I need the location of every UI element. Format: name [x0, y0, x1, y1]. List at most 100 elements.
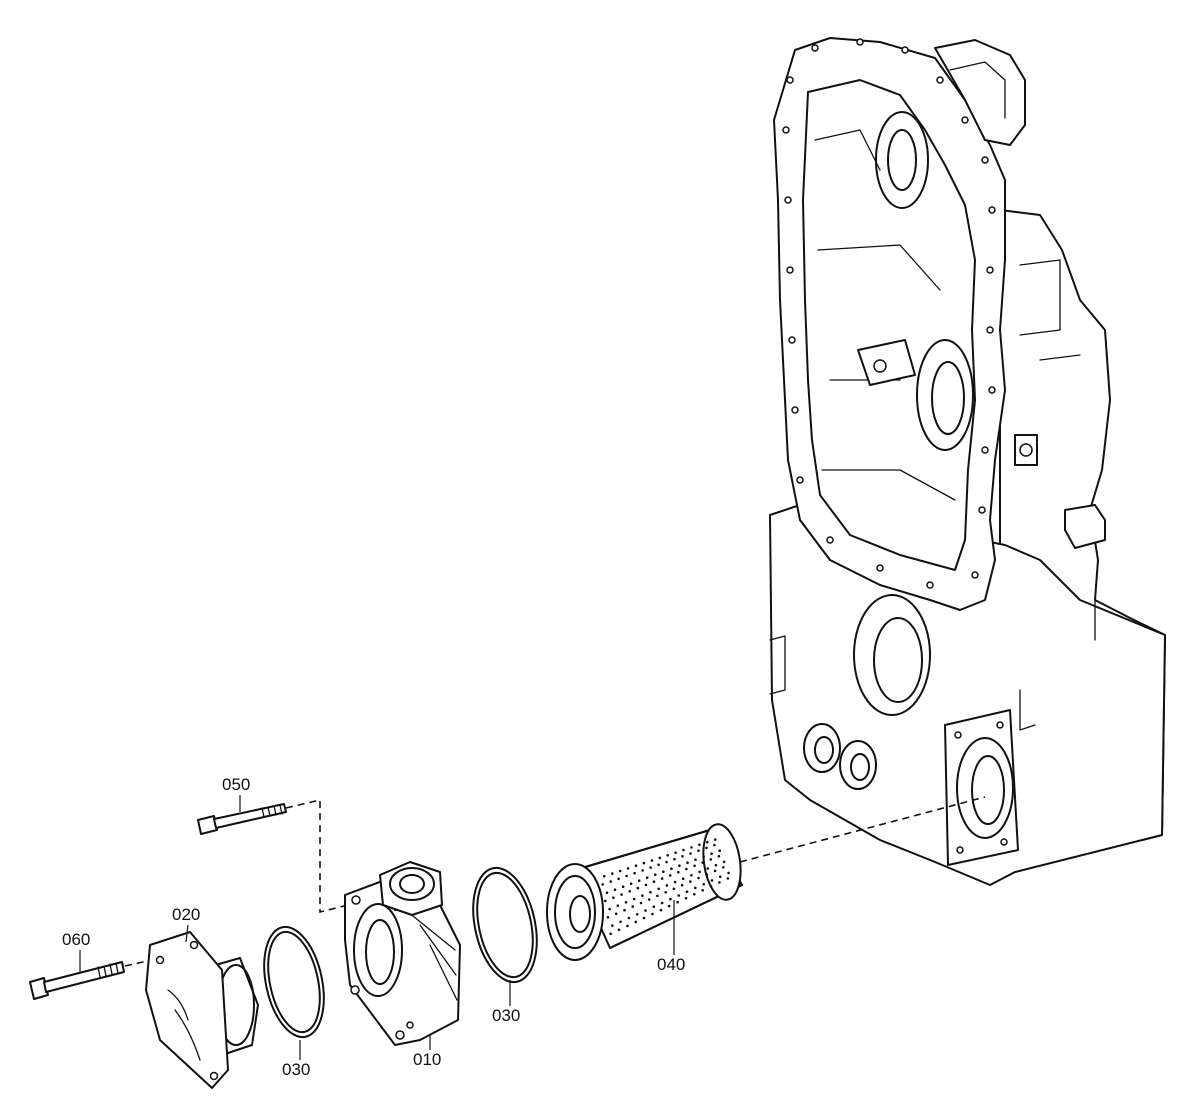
assembly-lines	[124, 796, 986, 967]
mesh-dot	[718, 881, 721, 884]
mesh-dot	[652, 880, 656, 883]
mesh-dot	[654, 873, 657, 876]
mesh-dot	[693, 864, 696, 868]
mesh-dot	[644, 909, 647, 912]
label-010: 010	[413, 1050, 441, 1069]
mesh-dot	[689, 852, 692, 855]
mesh-dot	[702, 855, 705, 858]
mesh-dot	[685, 890, 689, 893]
o-ring-030-left	[263, 925, 325, 1039]
mesh-dot	[673, 857, 676, 861]
mesh-dot	[611, 872, 614, 875]
mesh-dot	[609, 932, 612, 936]
o-ring-030-right	[472, 866, 538, 984]
mesh-dot	[705, 873, 709, 876]
label-060: 060	[62, 930, 90, 949]
mesh-dot	[611, 924, 614, 927]
filter-head-010	[344, 861, 461, 1046]
mesh-dot	[625, 874, 628, 878]
mesh-dot	[623, 908, 626, 912]
mesh-dot	[701, 861, 704, 864]
mesh-dot	[647, 898, 651, 901]
mesh-dot	[694, 858, 697, 861]
mesh-dot	[603, 874, 606, 878]
mesh-dot	[621, 885, 625, 888]
mesh-dot	[636, 886, 640, 890]
mesh-dot	[684, 896, 688, 900]
port-right	[839, 740, 877, 790]
filter-element-040	[546, 823, 743, 961]
mesh-dot	[719, 875, 722, 878]
mesh-dot	[670, 867, 673, 870]
mesh-dot	[642, 916, 646, 920]
mesh-dot	[641, 869, 644, 872]
side-stub	[1064, 504, 1106, 549]
mesh-dot	[705, 846, 708, 850]
mesh-dot	[604, 899, 607, 903]
mesh-dot	[674, 851, 677, 854]
mesh-dot	[690, 846, 693, 849]
mesh-dot	[665, 884, 669, 887]
mesh-dot	[641, 894, 644, 897]
mesh-dot	[645, 876, 649, 879]
cover-plate	[145, 931, 229, 1089]
cover-020	[145, 931, 259, 1089]
mesh-dot	[698, 843, 701, 847]
mesh-dot	[633, 871, 636, 875]
mesh-dot	[628, 890, 631, 893]
mesh-dot	[690, 874, 693, 877]
mesh-dot	[637, 879, 641, 882]
mesh-dot	[667, 904, 671, 908]
mesh-dot	[658, 856, 662, 860]
mesh-dot	[713, 838, 717, 841]
mesh-dot	[639, 901, 643, 905]
mesh-dot	[631, 905, 634, 908]
mesh-dot	[626, 867, 630, 870]
label-040: 040	[657, 955, 685, 974]
mesh-dot	[672, 887, 676, 891]
mesh-dot	[626, 924, 629, 928]
mesh-dot	[677, 870, 680, 874]
mesh-dot	[694, 886, 697, 890]
mesh-dot	[617, 928, 621, 932]
mesh-dot	[673, 880, 677, 884]
mesh-dot	[624, 901, 628, 904]
mesh-dot	[710, 879, 714, 882]
mesh-dot	[651, 912, 654, 916]
mount-lug	[857, 339, 916, 386]
label-020: 020	[172, 905, 200, 924]
mesh-dot	[702, 882, 705, 886]
mesh-dot	[681, 877, 685, 880]
mesh-dot	[689, 880, 692, 883]
bolt-050	[197, 803, 287, 835]
mesh-dot	[706, 867, 710, 870]
mesh-dot	[678, 864, 681, 867]
mesh-dot	[662, 870, 665, 873]
mesh-dot	[697, 849, 700, 852]
upper-bore	[875, 111, 929, 209]
mesh-dot	[634, 864, 638, 867]
top-boss	[934, 39, 1026, 146]
mesh-dot	[649, 890, 652, 894]
mesh-dot	[657, 863, 660, 867]
mesh-dot	[706, 840, 709, 844]
mesh-dot	[677, 894, 680, 897]
mesh-dot	[698, 870, 701, 874]
mesh-dot	[617, 877, 620, 881]
mesh-dot	[665, 860, 668, 864]
port-left	[803, 723, 841, 773]
mesh-dot	[709, 858, 713, 861]
mesh-dot	[606, 916, 610, 919]
mesh-dot	[659, 908, 663, 912]
label-050: 050	[222, 775, 250, 794]
mesh-dot	[642, 861, 646, 865]
mesh-dot	[629, 882, 633, 885]
mesh-dot	[697, 876, 700, 880]
mesh-dot	[676, 900, 679, 904]
mesh-dot	[649, 866, 652, 869]
mesh-dot	[618, 869, 622, 873]
mesh-dot	[709, 885, 713, 888]
mesh-dot	[710, 852, 713, 855]
mesh-dot	[656, 894, 659, 898]
mesh-dot	[685, 867, 688, 871]
